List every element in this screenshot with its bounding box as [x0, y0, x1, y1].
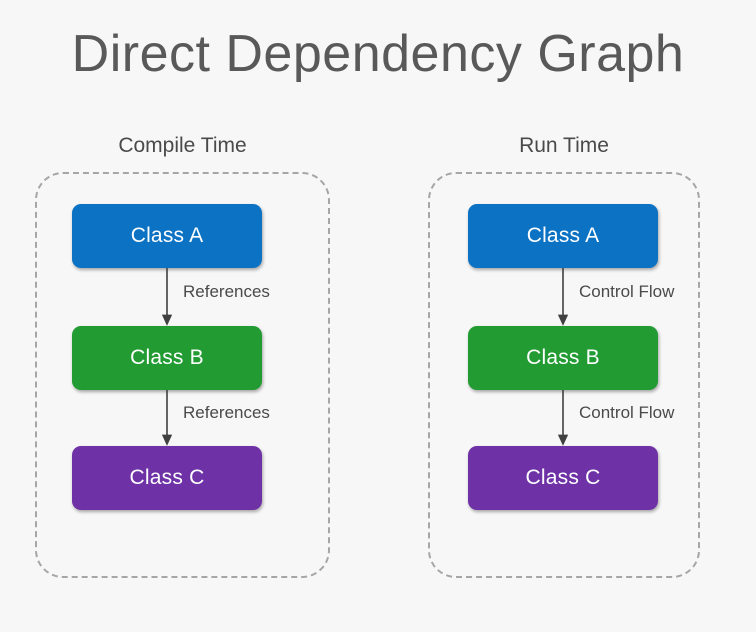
edge-label-run-a-b: Control Flow	[579, 282, 675, 301]
node-compile-time-class-b[interactable]: Class B	[72, 326, 262, 390]
node-run-time-class-c[interactable]: Class C	[468, 446, 658, 510]
edge-label-run-b-c: Control Flow	[579, 403, 675, 422]
group-container-run-time	[428, 172, 700, 578]
node-label: Class A	[526, 224, 600, 247]
node-label: Class C	[525, 466, 601, 489]
page-title: Direct Dependency Graph	[71, 25, 685, 83]
edge-label-compile-a-b: References	[183, 282, 270, 301]
group-container-compile-time	[35, 172, 330, 578]
node-run-time-class-b[interactable]: Class B	[468, 326, 658, 390]
node-label: Class A	[130, 224, 204, 247]
node-label: Class B	[130, 346, 204, 369]
group-header-run-time: Run Time	[519, 134, 609, 157]
node-compile-time-class-a[interactable]: Class A	[72, 204, 262, 268]
node-label: Class C	[129, 466, 205, 489]
edge-label-compile-b-c: References	[183, 403, 270, 422]
node-compile-time-class-c[interactable]: Class C	[72, 446, 262, 510]
node-label: Class B	[526, 346, 600, 369]
group-header-compile-time: Compile Time	[118, 134, 247, 157]
node-run-time-class-a[interactable]: Class A	[468, 204, 658, 268]
